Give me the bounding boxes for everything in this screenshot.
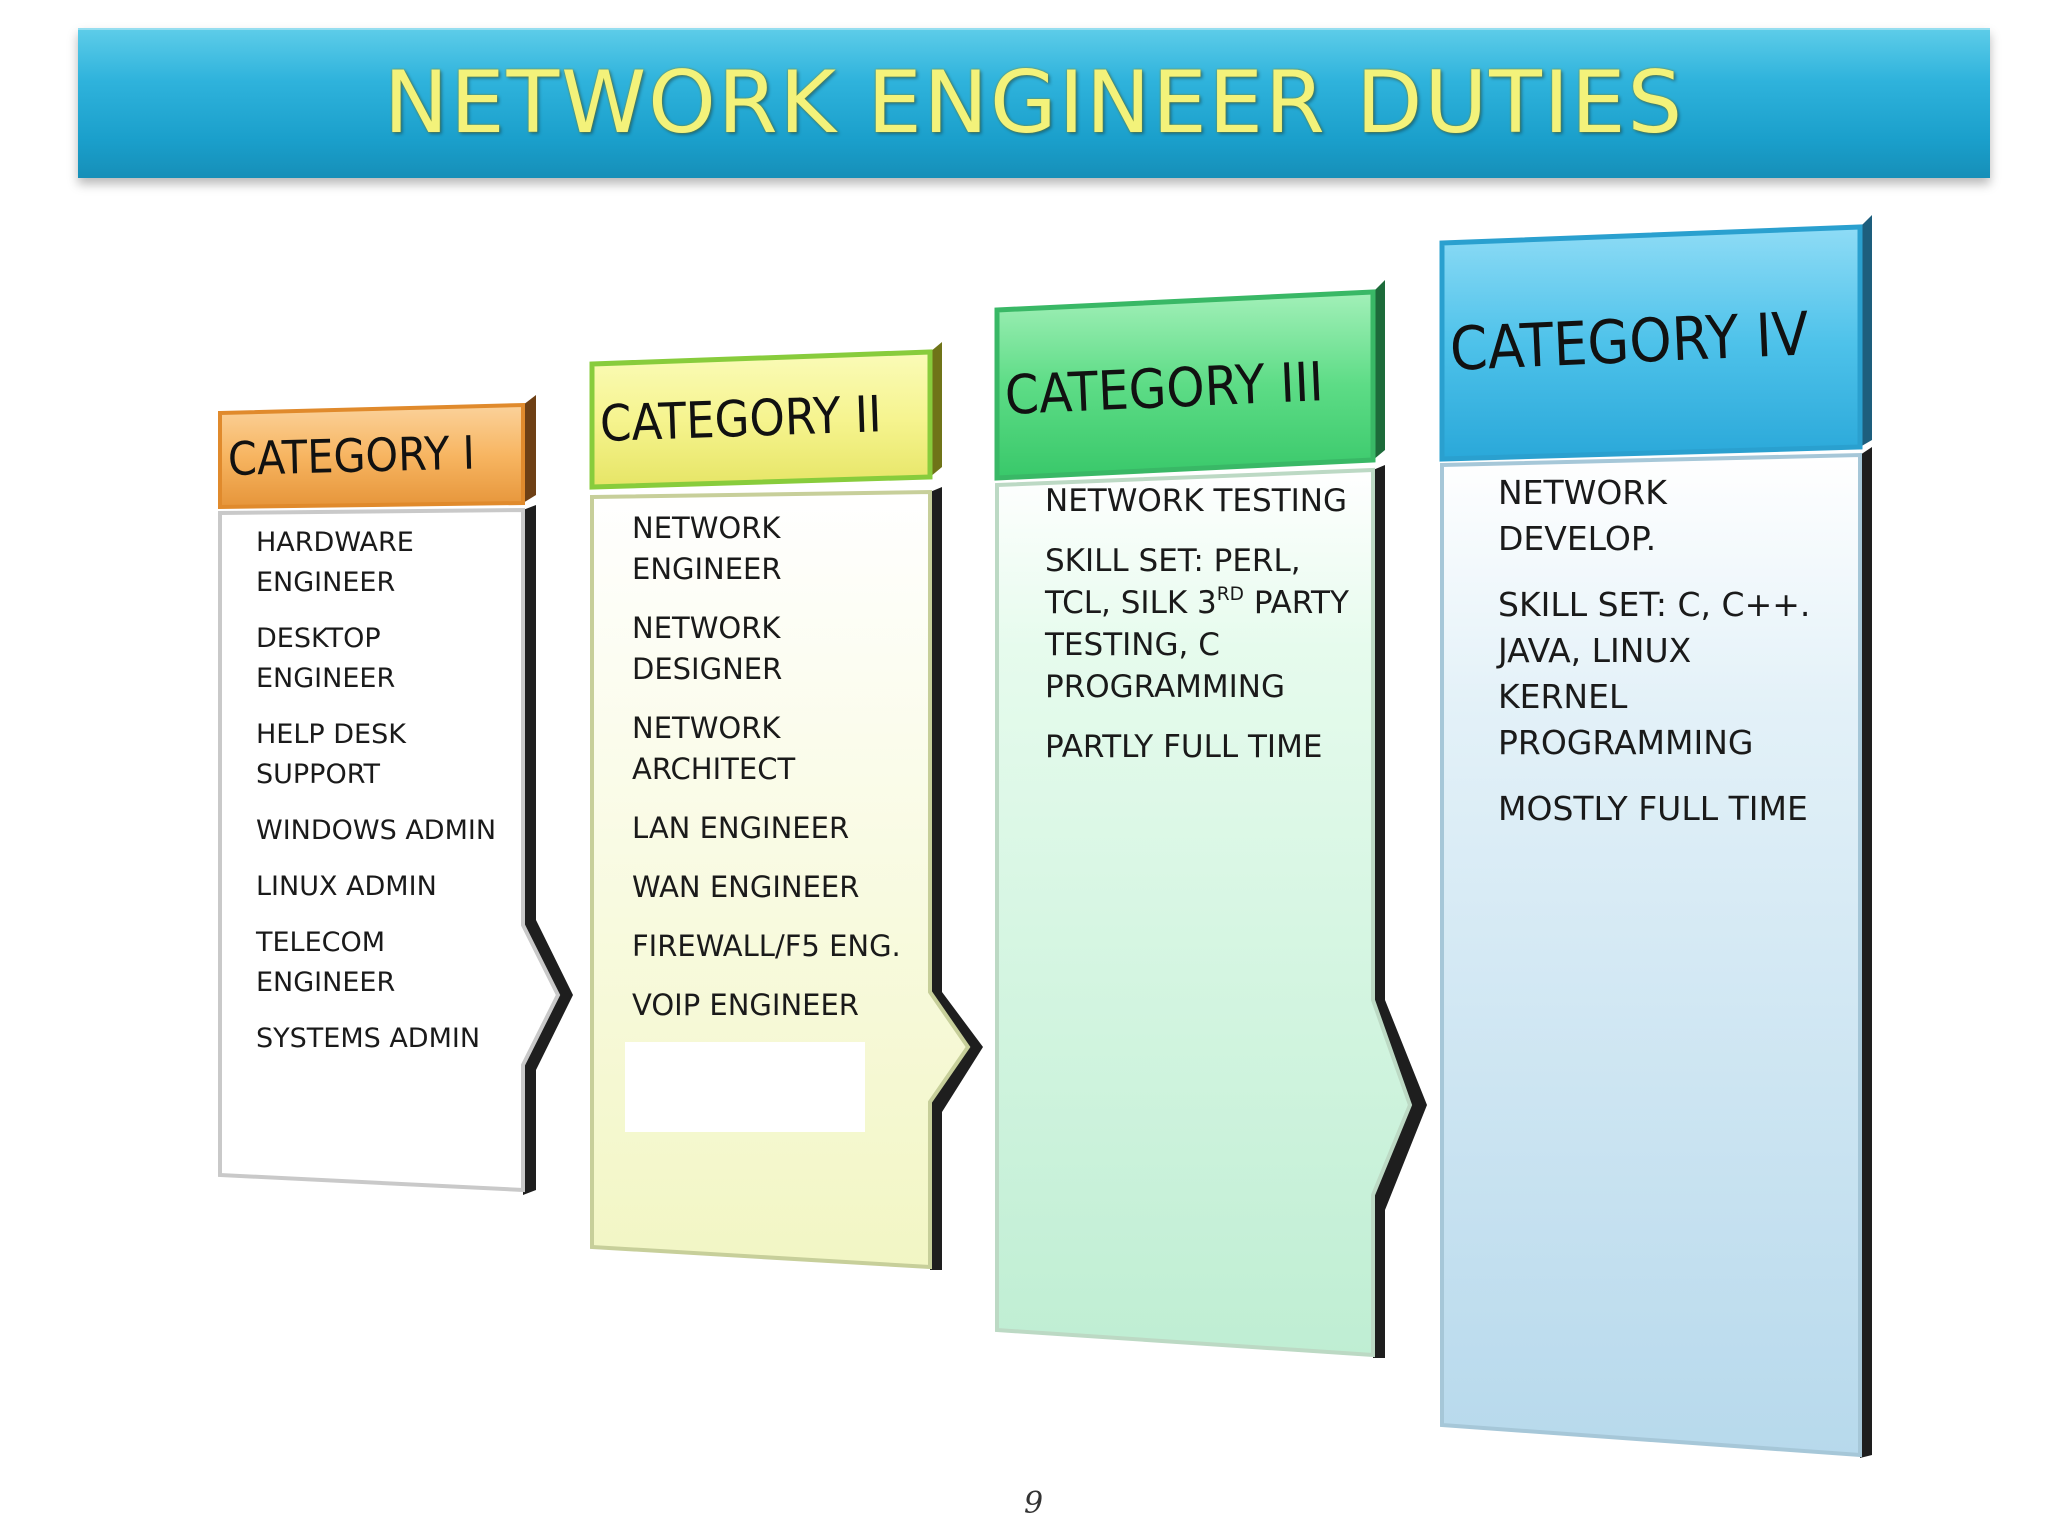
list-item: VOIP ENGINEER <box>632 988 859 1022</box>
list-item: NETWORK DEVELOP. <box>1498 473 1667 558</box>
category-3-items: NETWORK TESTING SKILL SET: PERL, TCL, SI… <box>1045 480 1385 768</box>
category-4-body-shape <box>1439 215 1872 1458</box>
list-item: FIREWALL/F5 ENG. <box>632 929 901 963</box>
skill-set-text: SKILL SET: PERL, TCL, SILK 3 <box>1045 543 1301 621</box>
list-item: HARDWARE ENGINEER <box>256 527 414 598</box>
list-item: NETWORK ENGINEER <box>632 511 782 586</box>
category-2-items: NETWORK ENGINEER NETWORK DESIGNER NETWOR… <box>632 508 942 1026</box>
category-1-title: CATEGORY I <box>227 425 476 486</box>
category-4-items: NETWORK DEVELOP. SKILL SET: C, C++. JAVA… <box>1498 470 1868 832</box>
category-2-title: CATEGORY II <box>598 385 883 453</box>
category-1-items: HARDWARE ENGINEER DESKTOP ENGINEER HELP … <box>256 523 536 1059</box>
list-item: HELP DESK SUPPORT <box>256 719 406 790</box>
superscript-rd: RD <box>1216 583 1244 605</box>
list-item: NETWORK TESTING <box>1045 483 1347 519</box>
category-4-title: CATEGORY IV <box>1448 299 1811 385</box>
category-2-body-shape <box>589 342 983 1270</box>
list-item: SYSTEMS ADMIN <box>256 1023 481 1054</box>
list-item: WAN ENGINEER <box>632 870 860 904</box>
list-item: SKILL SET: C, C++. JAVA, LINUX KERNEL PR… <box>1498 585 1811 762</box>
category-4-card: CATEGORY IV NETWORK DEVELOP. SKILL SET: … <box>1439 215 1880 1460</box>
category-3-title: CATEGORY III <box>1003 349 1325 427</box>
category-1-body-shape <box>218 395 573 1195</box>
category-3-body-shape <box>994 280 1427 1358</box>
list-item: WINDOWS ADMIN <box>256 815 497 846</box>
page-number: 9 <box>1024 1486 1044 1521</box>
category-2-card: CATEGORY II NETWORK ENGINEER NETWORK DES… <box>589 342 990 1272</box>
skill-set-text-cont: PARTY TESTING, C PROGRAMMING <box>1045 585 1349 705</box>
category-4-header: CATEGORY IV <box>1440 243 1860 457</box>
category-1-header: CATEGORY I <box>218 413 523 505</box>
list-item: LAN ENGINEER <box>632 811 850 845</box>
category-3-card: CATEGORY III NETWORK TESTING SKILL SET: … <box>994 280 1435 1360</box>
list-item: NETWORK DESIGNER <box>632 611 783 686</box>
title-banner: NETWORK ENGINEER DUTIES <box>78 28 1990 178</box>
category-1-card: CATEGORY I HARDWARE ENGINEER DESKTOP ENG… <box>218 395 578 1195</box>
list-item: SKILL SET: PERL, TCL, SILK 3RD PARTY TES… <box>1045 540 1385 708</box>
list-item: NETWORK ARCHITECT <box>632 711 796 786</box>
category-2-header: CATEGORY II <box>590 364 930 484</box>
category-3-header: CATEGORY III <box>995 310 1373 480</box>
list-item: DESKTOP ENGINEER <box>256 623 396 694</box>
slide-title: NETWORK ENGINEER DUTIES <box>383 53 1685 153</box>
list-item: TELECOM ENGINEER <box>256 927 396 998</box>
list-item: LINUX ADMIN <box>256 871 437 902</box>
list-item: MOSTLY FULL TIME <box>1498 789 1808 828</box>
list-item: PARTLY FULL TIME <box>1045 729 1323 765</box>
